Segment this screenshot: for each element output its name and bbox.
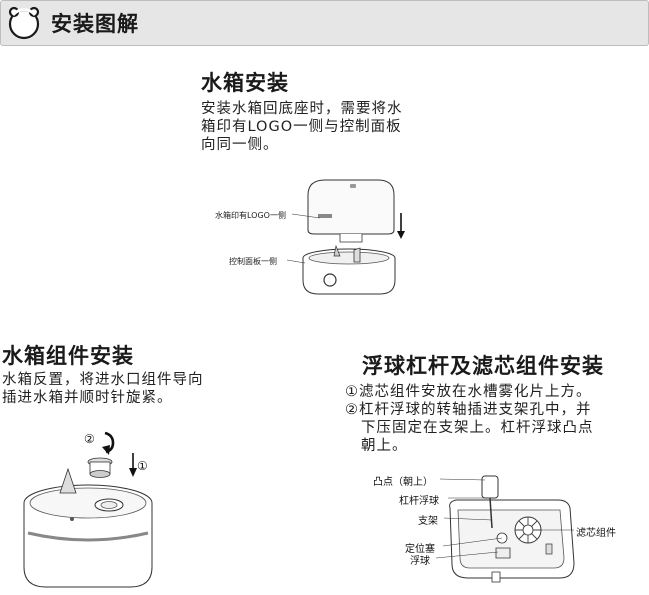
step-1-marker: ①	[137, 459, 148, 473]
float-filter-steps: ①滤芯组件安放在水槽雾化片上方。 ②杠杆浮球的转轴插进支架孔中，并 下压固定在支…	[345, 383, 594, 455]
step-line: ①滤芯组件安放在水槽雾化片上方。	[345, 384, 592, 400]
step-item: ②杠杆浮球的转轴插进支架孔中，并 下压固定在支架上。杠杆浮球凸点 朝上。	[345, 401, 594, 455]
bump-label: 凸点（朝上）	[373, 477, 433, 488]
step-line: 下压固定在支架上。杠杆浮球凸点	[361, 420, 594, 436]
float-label: 浮球	[410, 556, 430, 567]
bracket-label: 支架	[418, 516, 438, 527]
step-2-marker: ②	[84, 432, 95, 446]
tank-parts-line: 水箱反置，将进水口组件导向	[2, 372, 204, 388]
tank-install-illustration	[302, 179, 405, 295]
float-filter-title: 浮球杠杆及滤芯组件安装	[362, 354, 604, 378]
bear-icon	[8, 6, 40, 40]
panel-side-label: 控制面板一侧	[229, 257, 277, 266]
step-line: ②杠杆浮球的转轴插进支架孔中，并	[345, 402, 592, 418]
section-header: 安装图解	[0, 0, 649, 46]
tank-parts-illustration	[23, 431, 153, 588]
step-item: ①滤芯组件安放在水槽雾化片上方。	[345, 383, 594, 401]
step-line: 朝上。	[361, 438, 408, 454]
tank-parts-title: 水箱组件安装	[2, 344, 134, 368]
tank-parts-text: 水箱反置，将进水口组件导向 插进水箱并顺时针旋紧。	[2, 371, 204, 407]
logo-side-label: 水箱印有LOGO一侧	[215, 211, 286, 220]
tank-parts-line: 插进水箱并顺时针旋紧。	[2, 390, 173, 406]
filter-label: 滤芯组件	[576, 528, 616, 539]
page-title: 安装图解	[51, 12, 139, 36]
tank-install-line: 向同一侧。	[201, 137, 279, 153]
tank-install-text: 安装水箱回底座时，需要将水 箱印有LOGO一侧与控制面板 向同一侧。	[201, 100, 403, 154]
positioner-label: 定位塞	[405, 544, 435, 555]
tank-install-title: 水箱安装	[201, 71, 289, 95]
lever-float-label: 杠杆浮球	[399, 496, 439, 507]
tank-install-line: 安装水箱回底座时，需要将水	[201, 101, 403, 117]
tank-install-line: 箱印有LOGO一侧与控制面板	[201, 119, 402, 135]
